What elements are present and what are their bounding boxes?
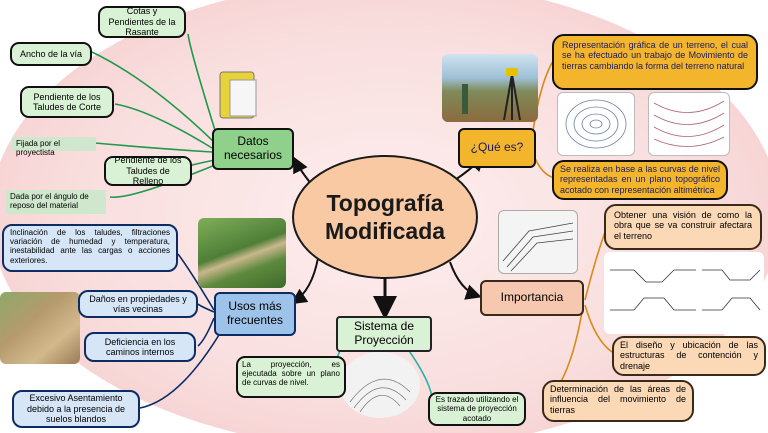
datos-item-cotas: Cotas y Pendientes de la Rasante [98,6,186,38]
usos-item-inclinacion: Inclinación de los taludes, filtraciones… [2,224,178,272]
usos-title: Usos más frecuentes [226,299,284,327]
contour-map-illustration-1 [557,92,635,156]
excavation-photo [0,292,80,364]
usos-item-deficiencia: Deficiencia en los caminos internos [84,332,196,362]
datos-item-taludes-corte: Pendiente de los Taludes de Corte [20,86,114,118]
datos-item-proyectista: Fijada por el proyectista [12,137,96,157]
survey-photo [442,54,538,122]
usos-node: Usos más frecuentes [214,292,296,336]
datos-item-ancho: Ancho de la vía [10,42,92,66]
sistema-item-2: Es trazado utilizando el sistema de proy… [428,392,526,426]
datos-item-angulo-reposo: Dada por el ángulo de reposo del materia… [6,190,106,214]
datos-item-taludes-relleno: Pendiente de los Taludes de Relleno [104,155,192,186]
datos-necesarios-node: Datos necesarios [212,128,294,170]
datos-title: Datos necesarios [223,134,283,162]
que-es-item-1: Representación gráfica de un terreno, el… [552,34,758,90]
importancia-item-2: El diseño y ubicación de las estructuras… [612,336,766,376]
central-title-line1: Topografía [326,189,444,216]
folder-illustration [214,66,262,122]
road-photo [198,218,286,288]
slope-drawing [498,210,578,274]
sistema-title: Sistema de Proyección [353,319,415,347]
arrow-to-importancia [449,261,482,300]
usos-item-asentamiento: Excesivo Asentamiento debido a la presen… [12,390,140,428]
usos-item-danos: Daños en propiedades y vías vecinas [78,290,198,318]
tripod-icon [462,68,521,121]
arrow-to-usos [290,257,319,305]
que-es-item-2: Se realiza en base a las curvas de nivel… [552,160,728,200]
contour-projection-drawing [340,352,420,418]
importancia-title: Importancia [500,290,564,305]
contour-map-illustration-2 [648,92,730,156]
importancia-item-1: Obtener una visión de como la obra que s… [604,204,762,250]
que-es-title: ¿Qué es? [470,140,524,155]
sistema-item-1: La proyección, es ejecutada sobre un pla… [236,356,346,398]
central-title-line2: Modificada [324,218,446,244]
importancia-item-3: Determinación de las áreas de influencia… [542,380,694,422]
importancia-node: Importancia [480,280,584,316]
sistema-node: Sistema de Proyección [336,316,432,352]
cross-section-drawings [604,252,764,334]
que-es-node: ¿Qué es? [458,128,536,168]
